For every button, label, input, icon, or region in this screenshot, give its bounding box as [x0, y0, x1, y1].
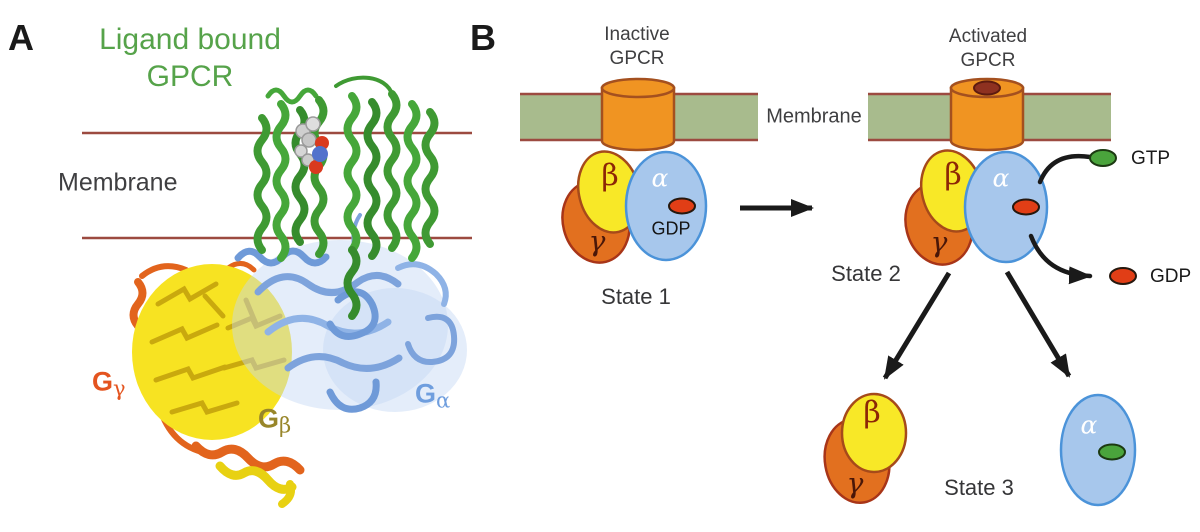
panel-a-title: Ligand bound GPCR — [99, 21, 281, 95]
gtp-label: GTP — [1131, 148, 1171, 169]
g-gamma-label: Gγ — [92, 366, 126, 401]
gtp-binding-curve — [1037, 153, 1093, 185]
inactive-gpcr-title: Inactive GPCR — [604, 24, 670, 69]
state1-gdp-chip — [668, 197, 696, 215]
ligand-spheres — [294, 116, 329, 174]
g-beta-label: Gβ — [258, 403, 292, 438]
panel-b-membrane-label: Membrane — [766, 105, 862, 128]
panel-a-title-line2: GPCR — [146, 60, 234, 93]
gdp-molecule — [1109, 267, 1137, 285]
state3-alpha-glyph: α — [1080, 410, 1098, 440]
state1-gamma-glyph: γ — [588, 224, 606, 258]
state3-gtp-chip — [1098, 443, 1126, 461]
gdp-release-arrow — [1028, 233, 1093, 285]
state2-g-protein — [904, 149, 1049, 266]
panel-b-label: B — [470, 17, 496, 58]
state1-alpha-ellipse — [624, 150, 708, 262]
arrow-to-betagamma — [882, 271, 952, 380]
g-alpha-label: Gα — [415, 378, 451, 413]
state1-alpha-glyph: α — [651, 163, 669, 193]
panel-a-label: A — [8, 17, 34, 58]
panel-a-membrane-label: Membrane — [58, 168, 178, 197]
state2-alpha-glyph: α — [992, 163, 1010, 193]
state1-gdp-label: GDP — [651, 218, 691, 239]
state1-g-protein — [561, 150, 708, 264]
state2-caption: State 2 — [831, 261, 901, 286]
state2-gdp-chip — [1012, 198, 1040, 216]
state3-betagamma — [823, 392, 908, 504]
gtp-molecule — [1089, 149, 1117, 167]
state3-beta-glyph: β — [863, 395, 881, 431]
state2-gamma-glyph: γ — [930, 225, 948, 259]
state2-alpha-ellipse — [963, 150, 1049, 264]
activated-gpcr-cylinder — [949, 77, 1025, 152]
g-beta-ribbon — [132, 264, 297, 508]
activated-gpcr-title: Activated GPCR — [948, 26, 1028, 71]
state1-beta-glyph: β — [601, 158, 619, 194]
state3-beta-ellipse — [840, 392, 908, 474]
state3-alpha — [1059, 393, 1137, 507]
state2-beta-glyph: β — [944, 157, 962, 193]
arrow-to-alpha — [1004, 270, 1072, 378]
state3-caption: State 3 — [944, 475, 1014, 500]
inactive-gpcr-cylinder — [600, 77, 676, 152]
state3-gamma-glyph: γ — [846, 466, 864, 500]
state1-caption: State 1 — [601, 284, 671, 309]
state3-alpha-ellipse — [1059, 393, 1137, 507]
g-alpha-ribbon — [232, 213, 467, 413]
gdp-label: GDP — [1150, 266, 1192, 287]
panel-a-title-line1: Ligand bound — [99, 23, 281, 56]
agonist-spot — [973, 80, 1001, 96]
